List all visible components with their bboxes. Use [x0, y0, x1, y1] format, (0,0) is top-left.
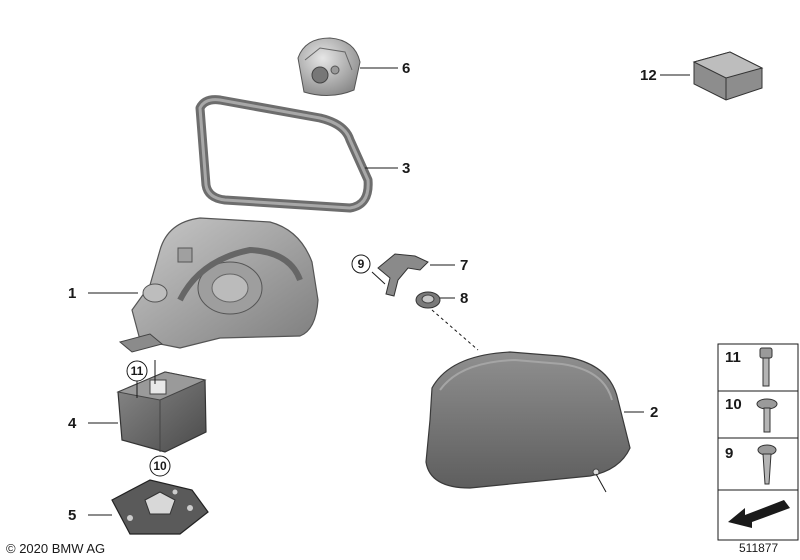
legend-item-10: 10 — [725, 396, 742, 413]
callout-7: 7 — [460, 257, 468, 274]
part-3-frame — [195, 95, 373, 213]
diagram-number: 511877 — [739, 541, 779, 555]
part-5-base-plate — [111, 479, 209, 535]
screw-10-icon — [756, 398, 778, 433]
callout-10-circle — [149, 455, 171, 477]
callout-11-circle — [126, 360, 148, 382]
part-1-housing — [118, 217, 319, 353]
callout-4: 4 — [68, 415, 77, 432]
part-6-actuator — [297, 37, 361, 96]
bolt-11-icon — [759, 347, 773, 387]
part-12-box — [692, 51, 764, 101]
legend-item-9: 9 — [725, 445, 733, 462]
screw-9-icon — [757, 444, 777, 485]
fastener-legend: 11 10 9 — [717, 343, 799, 541]
legend-item-11: 11 — [725, 349, 741, 366]
callout-12: 12 — [640, 67, 657, 84]
callout-9: 9 — [358, 257, 365, 271]
callout-5: 5 — [68, 507, 76, 524]
part-2-cap — [425, 351, 631, 489]
callout-8: 8 — [460, 290, 468, 307]
arrow-icon — [728, 500, 790, 528]
callout-6: 6 — [402, 60, 410, 77]
leader-lines — [88, 67, 690, 516]
part-7-bracket — [377, 253, 429, 297]
callout-10: 10 — [153, 459, 167, 473]
callout-1: 1 — [68, 285, 76, 302]
callout-3: 3 — [402, 160, 410, 177]
callouts: 1 2 3 4 5 6 7 8 12 9 10 11 — [68, 60, 658, 524]
callout-11: 11 — [131, 364, 144, 378]
part-8-grommet — [415, 291, 441, 309]
callout-9-circle — [351, 254, 371, 274]
callout-2: 2 — [650, 404, 658, 421]
part-4-base — [116, 371, 207, 453]
copyright: © 2020 BMW AG — [6, 541, 106, 556]
